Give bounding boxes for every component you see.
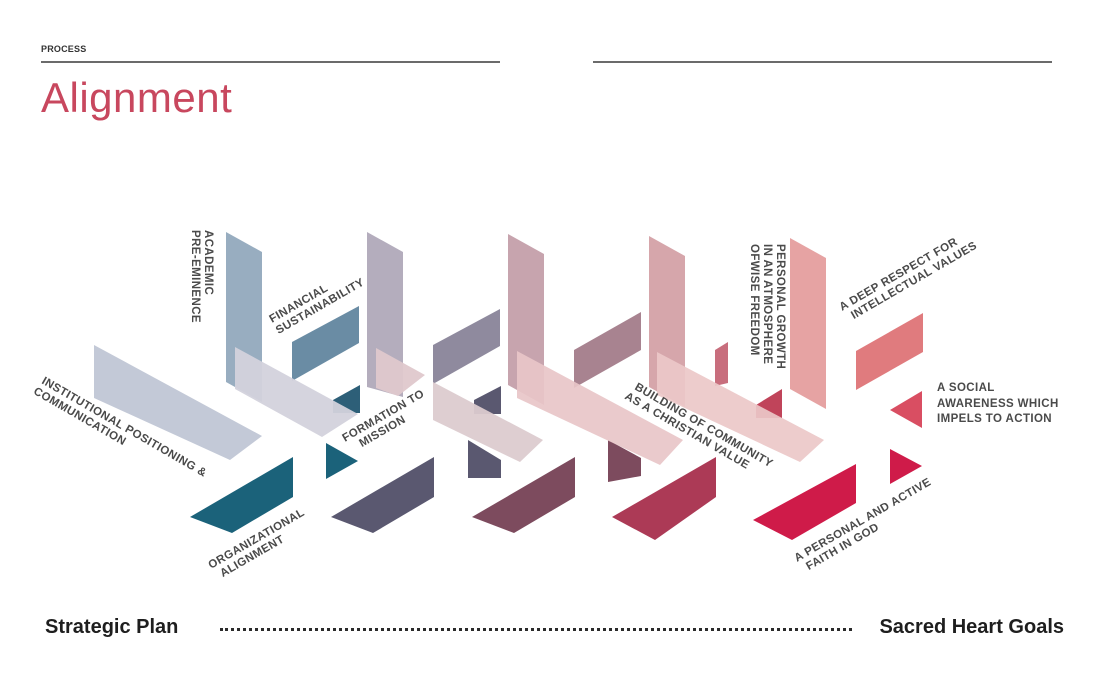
deep-respect-bar — [790, 238, 826, 409]
accent-plum-small — [608, 440, 641, 482]
band-slate-mid — [433, 309, 500, 384]
band-coral-mid — [856, 313, 923, 390]
band-rose-mid — [715, 342, 728, 386]
header-rule-left — [41, 61, 500, 63]
band-plum-mid — [574, 312, 641, 388]
band-plum — [472, 457, 575, 533]
section-label: PROCESS — [41, 44, 87, 54]
overlay-pink-d — [657, 352, 824, 462]
institutional-band — [94, 345, 262, 460]
dotted-connector — [220, 628, 852, 631]
band-teal-mid — [292, 306, 359, 381]
page-title: Alignment — [41, 74, 233, 121]
strategic-plan-label: Strategic Plan — [45, 616, 179, 638]
accent-slate-upper — [474, 386, 501, 414]
personal-growth-label: PERSONAL GROWTH IN AN ATMOSPHERE OFWISE … — [748, 244, 786, 373]
band-raspberry — [612, 457, 716, 540]
organizational-alignment-band — [190, 457, 293, 533]
academic-label: ACADEMIC PRE-EMINENCE — [189, 230, 214, 323]
formation-triangle — [326, 443, 358, 479]
social-label: A SOCIAL AWARENESS WHICH IMPELS TO ACTIO… — [937, 382, 1062, 425]
social-triangle-top — [890, 391, 922, 428]
accent-slate-small — [468, 440, 501, 478]
header-rule-right — [593, 61, 1052, 63]
overlay-pink-a — [376, 348, 425, 396]
faith-triangle — [890, 449, 922, 484]
overlay-pink-c — [517, 351, 683, 465]
overlay-blue-light — [235, 347, 358, 437]
faith-band — [753, 464, 856, 540]
overlay-pink-b — [433, 382, 543, 462]
deep-respect-label: A DEEP RESPECT FOR INTELLECTUAL VALUES — [838, 229, 980, 325]
band-slate — [331, 457, 434, 533]
sacred-heart-goals-label: Sacred Heart Goals — [879, 616, 1064, 638]
